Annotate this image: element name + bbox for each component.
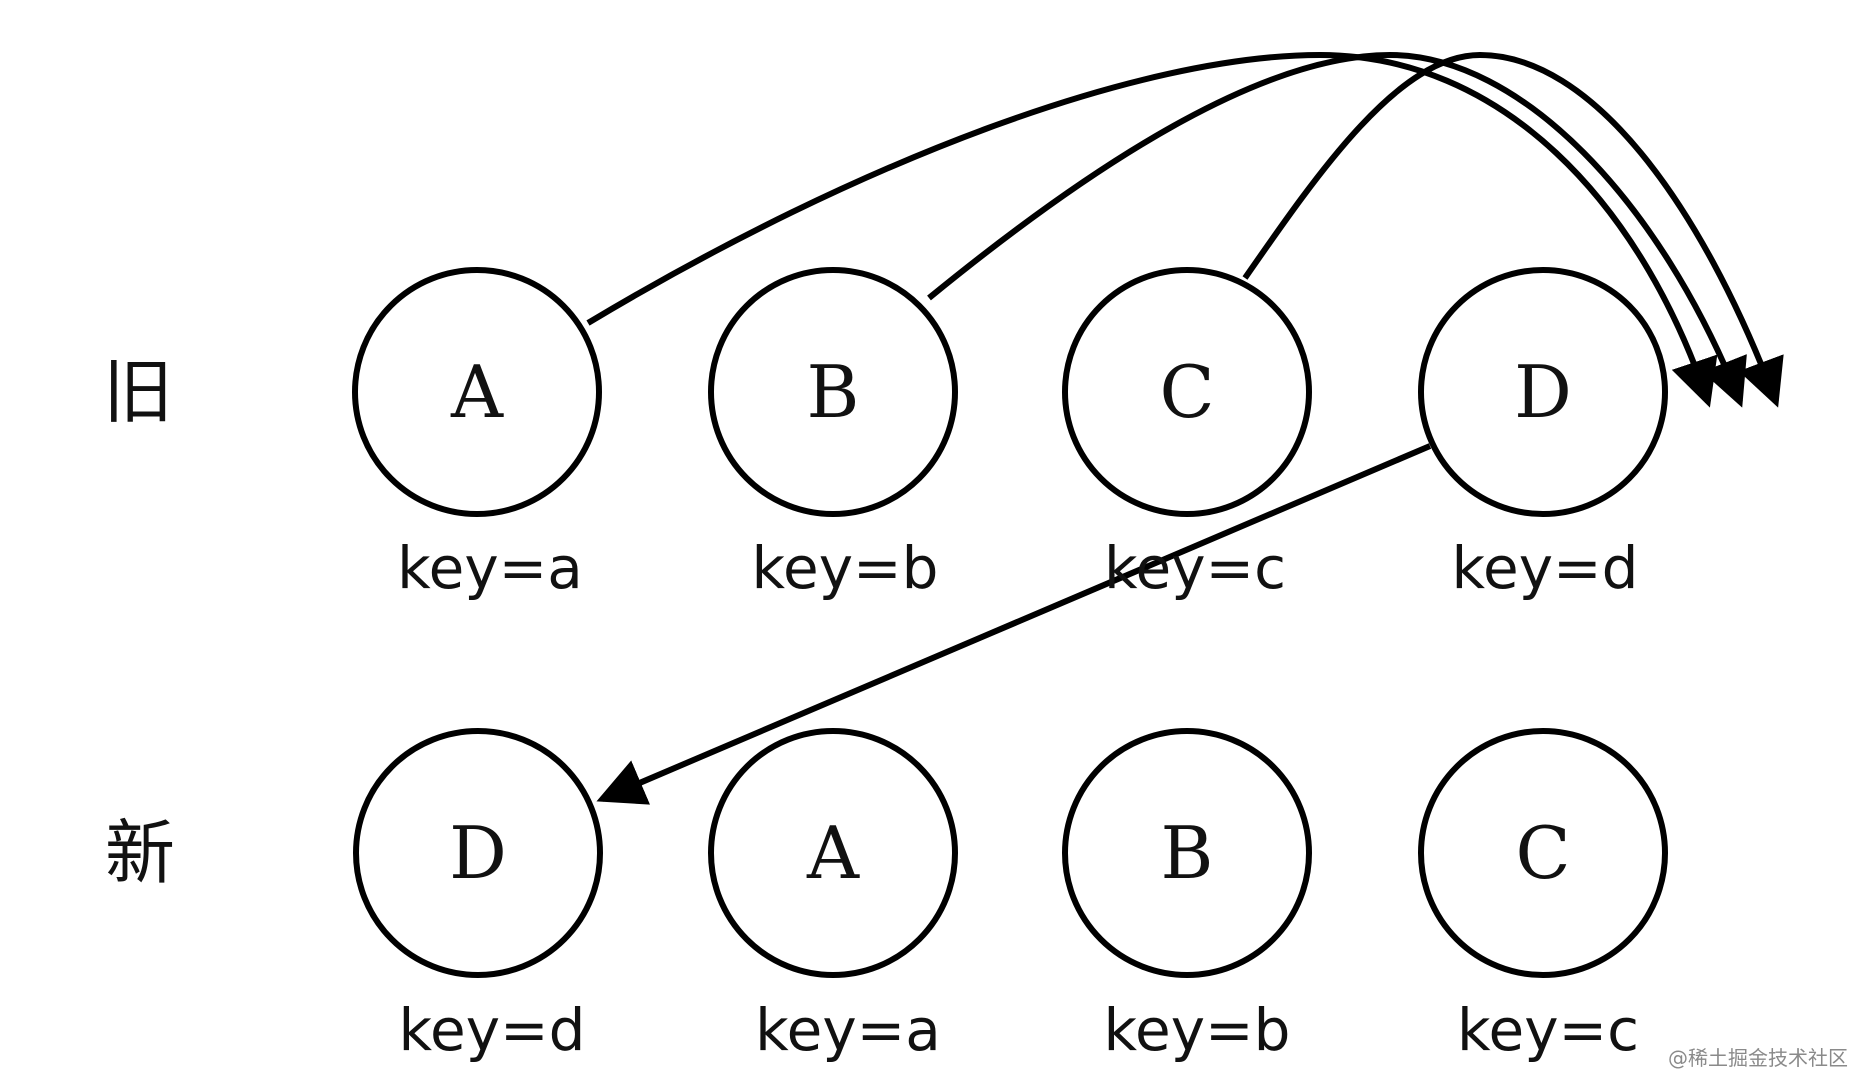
old-node-b: B key=b	[708, 267, 958, 602]
new-node-a: A key=a	[708, 728, 958, 1064]
old-node-b-letter: B	[807, 350, 860, 434]
old-node-c-letter: C	[1159, 350, 1214, 434]
arrow-old-c-to-end	[1242, 51, 1784, 408]
old-node-b-key: key=b	[752, 534, 939, 602]
watermark-text: @稀土掘金技术社区	[1668, 1046, 1848, 1070]
old-node-a-key: key=a	[397, 534, 583, 602]
new-node-b-letter: B	[1161, 811, 1214, 895]
new-node-b-key: key=b	[1104, 996, 1291, 1064]
old-node-d-letter: D	[1514, 350, 1572, 434]
arrow-old-a-to-end	[586, 51, 1718, 408]
old-node-d-key: key=d	[1452, 534, 1639, 602]
new-node-a-letter: A	[806, 811, 860, 895]
new-node-c-key: key=c	[1457, 996, 1639, 1064]
new-node-d-letter: D	[449, 811, 507, 895]
new-node-c-letter: C	[1515, 811, 1570, 895]
old-node-a-letter: A	[450, 350, 504, 434]
arrow-old-b-to-end	[927, 51, 1747, 408]
new-node-c: C key=c	[1418, 728, 1668, 1064]
old-node-c: C key=c	[1062, 267, 1312, 602]
old-row-label: 旧	[103, 351, 173, 433]
new-node-d-key: key=d	[399, 996, 586, 1064]
old-node-d: D key=d	[1418, 267, 1668, 602]
new-node-a-key: key=a	[755, 996, 941, 1064]
old-node-a: A key=a	[352, 267, 602, 602]
arrow-old-d-to-new-d	[596, 443, 1432, 805]
old-node-c-key: key=c	[1104, 534, 1286, 602]
new-node-d: D key=d	[353, 728, 603, 1064]
new-row-label: 新	[105, 812, 175, 894]
new-node-b: B key=b	[1062, 728, 1312, 1064]
